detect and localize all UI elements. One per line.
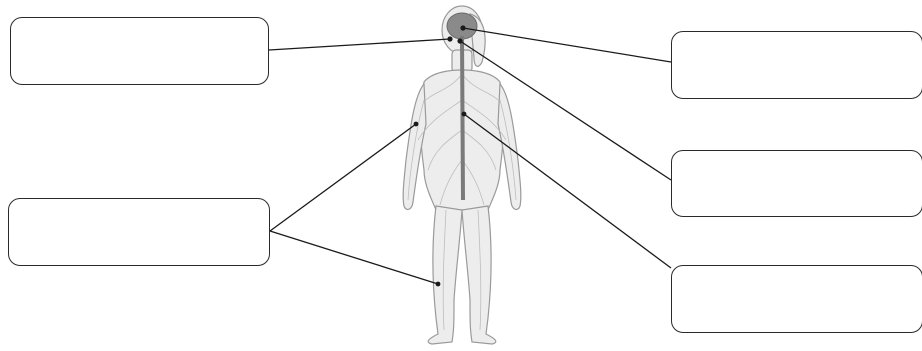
dot-brain-top (460, 25, 465, 30)
leader-line-brain (269, 39, 450, 50)
dot-brainstem (457, 38, 462, 43)
label-box-top-right[interactable] (671, 31, 922, 99)
label-box-bottom-left[interactable] (8, 198, 270, 266)
label-box-top-left[interactable] (10, 17, 269, 85)
label-box-middle-right[interactable] (671, 150, 922, 217)
label-box-bottom-right[interactable] (671, 265, 922, 333)
leader-line-nerves-leg (270, 231, 438, 284)
dot-leg-nerve (436, 282, 441, 287)
dot-brain-left (447, 36, 452, 41)
dot-spinal-cord (462, 112, 467, 117)
leader-line-nerves-arm (270, 124, 416, 231)
leader-line-right-top (463, 28, 671, 62)
spinal-cord (462, 36, 463, 200)
dot-arm-nerve (414, 122, 419, 127)
